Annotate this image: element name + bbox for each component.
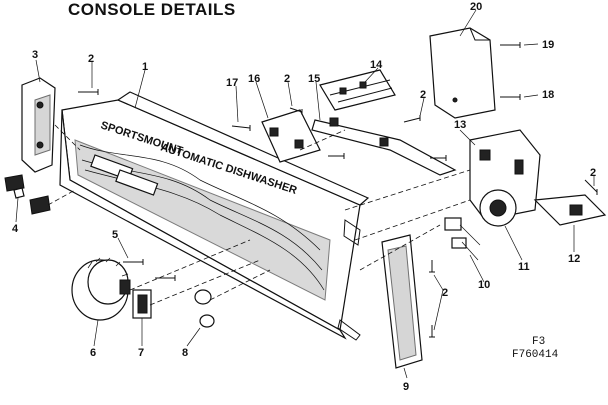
callout-9: 9: [403, 381, 409, 393]
callout-18: 18: [542, 89, 554, 101]
callout-7: 7: [138, 347, 144, 359]
callout-11: 11: [518, 261, 530, 273]
assembly-lines: [47, 124, 471, 306]
callout-15: 15: [308, 73, 320, 85]
diagram-title: CONSOLE DETAILS: [68, 0, 236, 19]
mount-plate: [261, 109, 321, 163]
callout-3: 3: [32, 49, 38, 61]
callout-13: 13: [454, 119, 466, 131]
callout-19: 19: [542, 39, 554, 51]
figure-code: F3: [532, 336, 546, 348]
callout-20: 20: [470, 1, 482, 13]
callout-10: 10: [478, 279, 490, 291]
console-panel: SPORTSMOUNT AUTOMATIC DISHWASHER: [59, 91, 370, 341]
part-code: F760414: [512, 349, 559, 361]
callout-2c: 2: [420, 89, 426, 101]
callout-2e: 2: [442, 287, 448, 299]
callout-14: 14: [370, 59, 383, 71]
callout-2: 2: [88, 53, 94, 65]
callout-1: 1: [142, 61, 148, 73]
callout-2d: 2: [590, 167, 596, 179]
lower-bracket: [311, 117, 457, 176]
timer-assembly: [469, 129, 541, 227]
clips: [4, 174, 51, 215]
callout-16: 16: [248, 73, 260, 85]
right-bracket: [533, 194, 607, 226]
callout-5: 5: [112, 229, 118, 241]
callout-6: 6: [90, 347, 96, 359]
callout-12: 12: [568, 253, 580, 265]
callout-2b: 2: [284, 73, 290, 85]
cover-plate: [429, 27, 496, 119]
screws: [78, 42, 598, 338]
callout-4: 4: [12, 223, 19, 235]
callout-numbers: 1 2 3 4 5 6 7 8 9 10 11 12 13 14 15 16 1…: [12, 1, 596, 393]
callout-8: 8: [182, 347, 188, 359]
trim-strip: [381, 234, 423, 369]
leader-lines: [15, 9, 595, 379]
buttons: [194, 289, 215, 328]
left-end-cap: [21, 77, 56, 173]
selector-knob: [71, 257, 131, 321]
push-switch: [132, 289, 152, 319]
top-bracket: [319, 69, 396, 111]
connector: [444, 217, 481, 261]
callout-17: 17: [226, 77, 238, 89]
